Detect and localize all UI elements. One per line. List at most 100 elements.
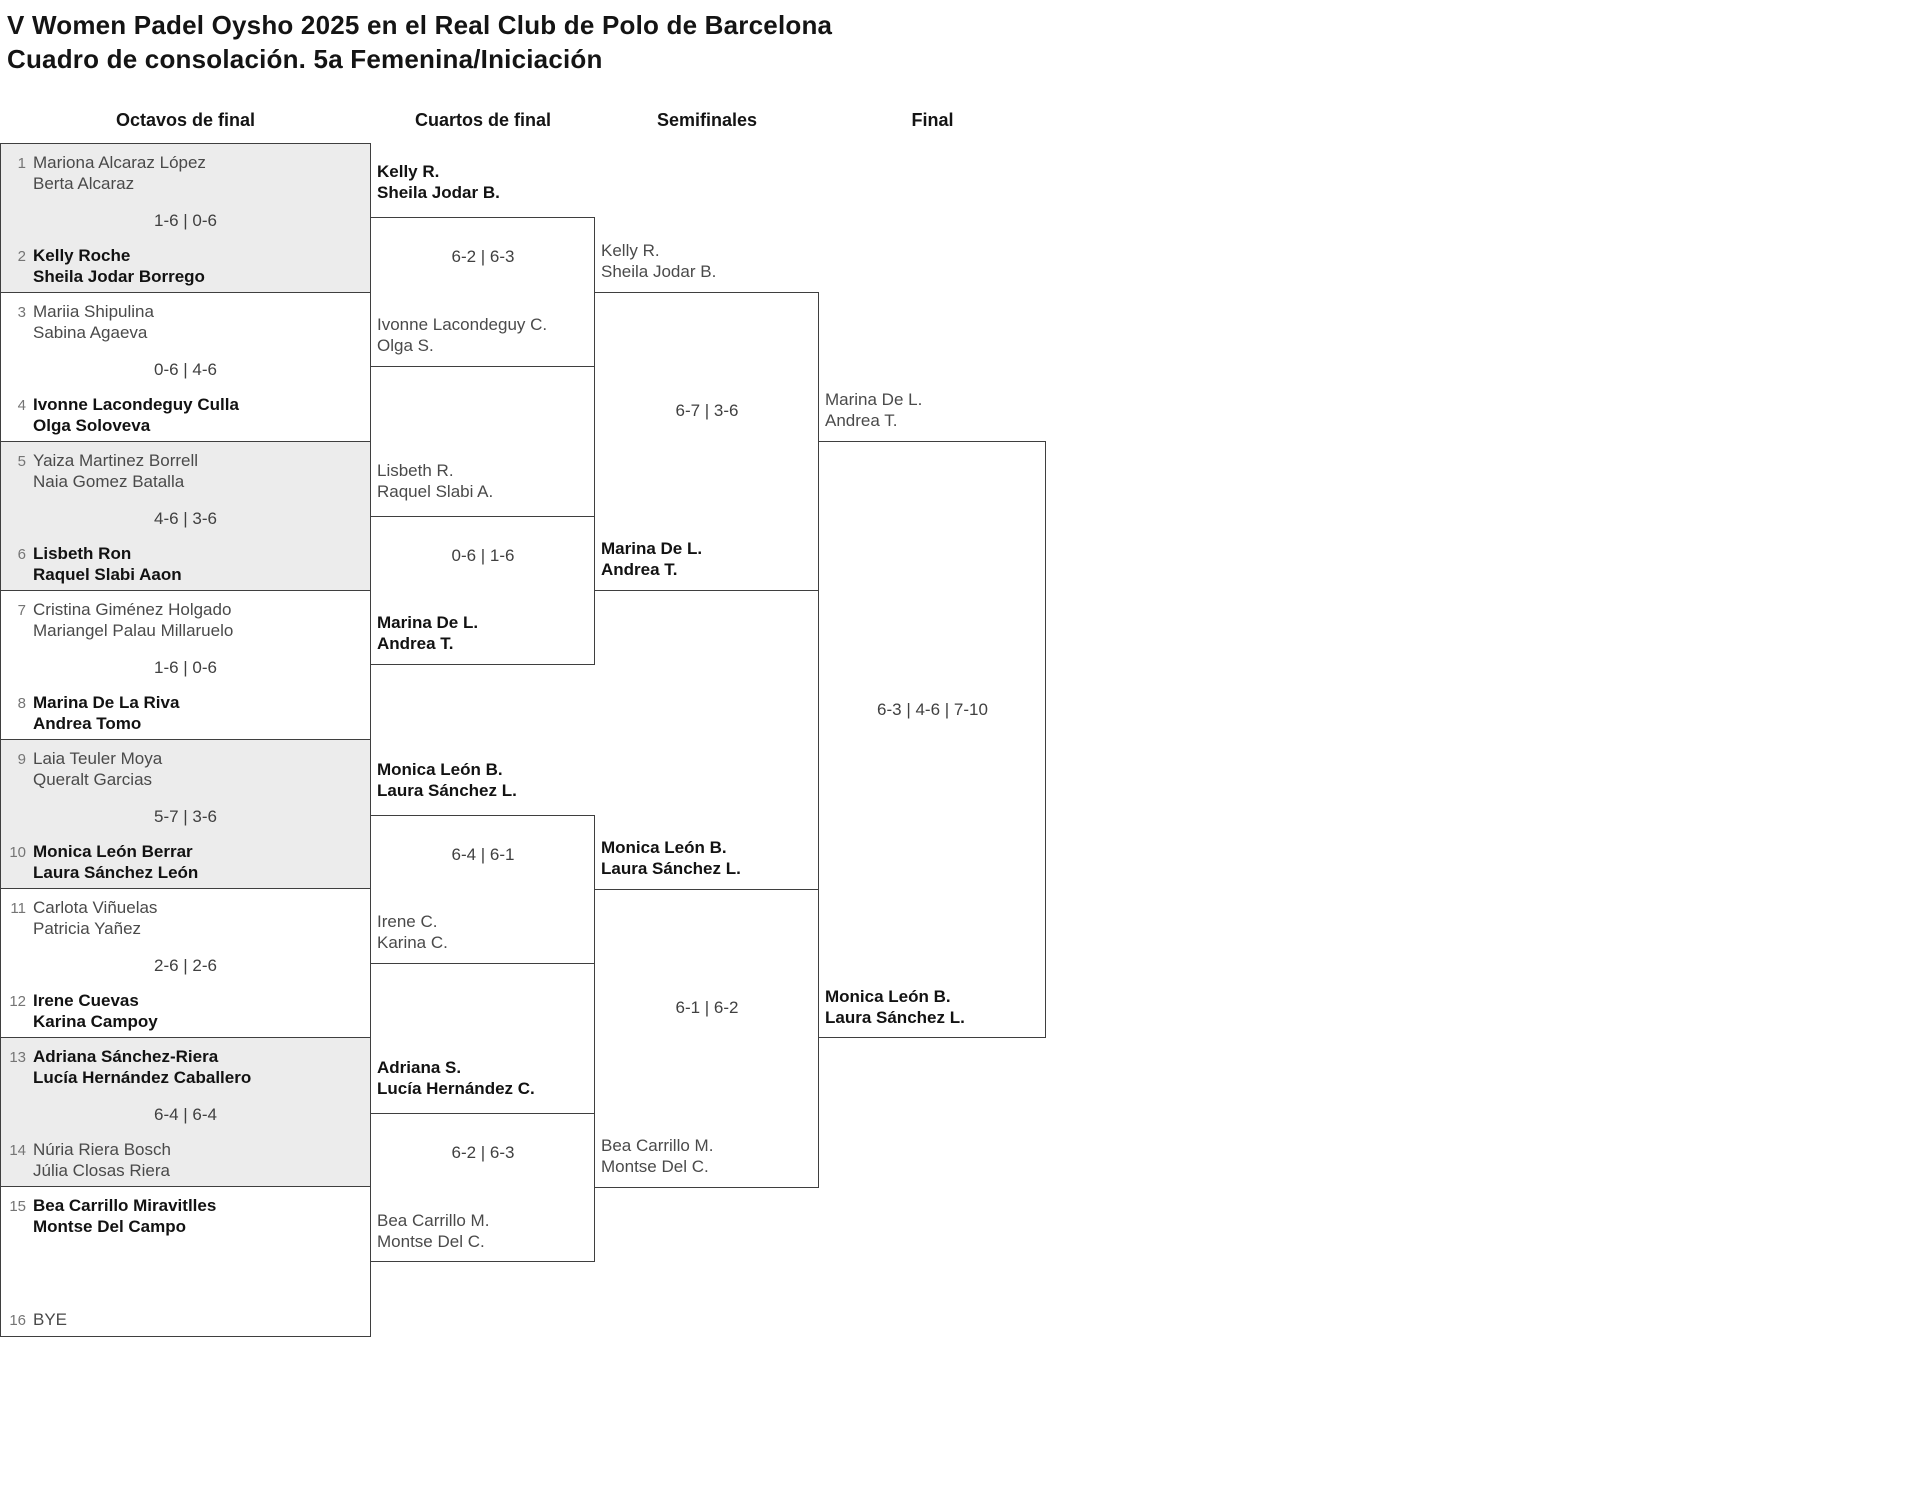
bracket-team: 6 Lisbeth Ron Raquel Slabi Aaon — [6, 543, 364, 585]
player-name: Montse Del C. — [377, 1231, 485, 1251]
team-names: Yaiza Martinez Borrell Naia Gomez Batall… — [33, 450, 198, 492]
r16-match-4: 7 Cristina Giménez Holgado Mariangel Pal… — [1, 591, 370, 740]
round-header-cuartos: Cuartos de final — [414, 110, 552, 130]
player-name: Raquel Slabi A. — [377, 482, 494, 501]
player-name: Sabina Agaeva — [33, 322, 148, 342]
player-name: Mariona Alcaraz López — [33, 152, 206, 172]
qf-match-box-4 — [370, 1113, 595, 1263]
player-name: Lucía Hernández C. — [377, 1079, 535, 1099]
player-name: Andrea T. — [825, 411, 898, 431]
seed-number: 16 — [9, 1312, 26, 1330]
bracket-team: 14 Núria Riera Bosch Júlia Closas Riera — [6, 1139, 364, 1181]
match-score: 6-3 | 4-6 | 7-10 — [877, 700, 988, 719]
player-name: BYE — [33, 1310, 68, 1330]
match-score: 5-7 | 3-6 — [153, 806, 217, 826]
player-name: Montse Del Campo — [33, 1217, 187, 1237]
player-name: Bea Carrillo M. — [377, 1210, 490, 1230]
seed-number: 12 — [9, 992, 26, 1010]
player-name: Raquel Slabi Aaon — [33, 564, 182, 584]
match-score: 6-2 | 6-3 — [451, 1143, 515, 1163]
final-match-box — [818, 441, 1046, 1039]
player-name: Marina De L. — [601, 538, 703, 558]
player-name: Irene C. — [377, 911, 438, 931]
match-score: 1-6 | 0-6 — [153, 657, 217, 677]
bracket-team: 2 Kelly Roche Sheila Jodar Borrego — [6, 245, 364, 287]
bracket-team: Marina De L. Andrea T. — [377, 612, 478, 654]
match-score: 6-4 | 6-4 — [153, 1104, 217, 1124]
player-name: Berta Alcaraz — [33, 173, 135, 193]
team-names: Marina De La Riva Andrea Tomo — [33, 692, 179, 734]
team-names: Mariona Alcaraz López Berta Alcaraz — [33, 152, 206, 194]
match-score: 0-6 | 4-6 — [153, 359, 217, 379]
bracket-team: 15 Bea Carrillo Miravitlles Montse Del C… — [6, 1195, 364, 1237]
player-name: Marina De L. — [377, 613, 479, 633]
player-name: Olga Soloveva — [33, 415, 151, 435]
team-names: Kelly Roche Sheila Jodar Borrego — [33, 245, 205, 287]
player-name: Adriana S. — [377, 1058, 462, 1078]
seed-number: 10 — [9, 843, 26, 861]
sf-match-box-2 — [594, 889, 819, 1188]
r16-match-5: 9 Laia Teuler Moya Queralt Garcias 5-7 |… — [1, 739, 370, 889]
bracket-team: 16 BYE — [6, 1309, 364, 1331]
seed-number: 3 — [17, 303, 26, 321]
bracket-team: Lisbeth R. Raquel Slabi A. — [377, 460, 493, 502]
r16-match-7: 13 Adriana Sánchez-Riera Lucía Hernández… — [1, 1037, 370, 1188]
seed-number: 15 — [9, 1198, 26, 1216]
seed-number: 4 — [17, 396, 26, 414]
team-names: Adriana Sánchez-Riera Lucía Hernández Ca… — [33, 1046, 251, 1088]
team-names: Irene Cuevas Karina Campoy — [33, 990, 158, 1032]
page-title: V Women Padel Oysho 2025 en el Real Club… — [7, 8, 832, 76]
player-name: Sheila Jodar B. — [377, 183, 500, 203]
bracket-team: Irene C. Karina C. — [377, 911, 448, 953]
bracket-team: 11 Carlota Viñuelas Patricia Yañez — [6, 897, 364, 939]
player-name: Carlota Viñuelas — [33, 897, 158, 917]
player-name: Marina De L. — [825, 390, 923, 410]
seed-number: 13 — [9, 1048, 26, 1066]
bracket-team: 12 Irene Cuevas Karina Campoy — [6, 990, 364, 1032]
bracket-team: Monica León B. Laura Sánchez L. — [601, 837, 741, 879]
player-name: Júlia Closas Riera — [33, 1161, 170, 1181]
player-name: Kelly R. — [601, 241, 660, 260]
team-names: Núria Riera Bosch Júlia Closas Riera — [33, 1139, 171, 1181]
round-header-semifinales: Semifinales — [656, 110, 758, 130]
round-header-final: Final — [911, 110, 954, 130]
bracket-team: Marina De L. Andrea T. — [601, 538, 702, 580]
player-name: Ivonne Lacondeguy Culla — [33, 394, 239, 414]
bracket-team: 4 Ivonne Lacondeguy Culla Olga Soloveva — [6, 394, 364, 436]
player-name: Monica León B. — [825, 986, 951, 1006]
bracket-team: Bea Carrillo M. Montse Del C. — [601, 1135, 713, 1177]
player-name: Monica León B. — [601, 838, 727, 858]
player-name: Laura Sánchez L. — [601, 859, 741, 879]
title-line1: V Women Padel Oysho 2025 en el Real Club… — [7, 10, 833, 40]
player-name: Laia Teuler Moya — [33, 748, 163, 768]
seed-number: 7 — [17, 601, 26, 619]
team-names: Laia Teuler Moya Queralt Garcias — [33, 748, 162, 790]
match-score: 2-6 | 2-6 — [153, 955, 217, 975]
r16-match-2: 3 Mariia Shipulina Sabina Agaeva 0-6 | 4… — [1, 293, 370, 442]
r16-match-8: 15 Bea Carrillo Miravitlles Montse Del C… — [1, 1187, 370, 1336]
match-score: 1-6 | 0-6 — [153, 210, 217, 230]
match-score: 6-7 | 3-6 — [675, 401, 739, 420]
player-name: Bea Carrillo Miravitlles — [33, 1196, 217, 1216]
player-name: Lisbeth Ron — [33, 543, 132, 563]
seed-number: 9 — [17, 750, 26, 768]
player-name: Ivonne Lacondeguy C. — [377, 314, 548, 334]
player-name: Lucía Hernández Caballero — [33, 1067, 252, 1087]
team-names: BYE — [33, 1309, 67, 1330]
player-name: Mariangel Palau Millaruelo — [33, 620, 234, 640]
bracket-team: 5 Yaiza Martinez Borrell Naia Gomez Bata… — [6, 450, 364, 492]
player-name: Núria Riera Bosch — [33, 1140, 171, 1160]
player-name: Marina De La Riva — [33, 692, 180, 712]
team-names: Carlota Viñuelas Patricia Yañez — [33, 897, 157, 939]
match-score: 6-2 | 6-3 — [451, 247, 515, 267]
r16-match-3: 5 Yaiza Martinez Borrell Naia Gomez Bata… — [1, 441, 370, 591]
player-name: Queralt Garcias — [33, 769, 153, 789]
bracket-team: 7 Cristina Giménez Holgado Mariangel Pal… — [6, 599, 364, 641]
title-line2: Cuadro de consolación. 5a Femenina/Inici… — [7, 44, 603, 74]
bracket-team: Monica León B. Laura Sánchez L. — [377, 759, 517, 801]
bracket-team: 8 Marina De La Riva Andrea Tomo — [6, 692, 364, 734]
player-name: Irene Cuevas — [33, 990, 139, 1010]
bracket-team: 1 Mariona Alcaraz López Berta Alcaraz — [6, 152, 364, 194]
player-name: Monica León Berrar — [33, 841, 193, 861]
player-name: Olga S. — [377, 335, 434, 355]
